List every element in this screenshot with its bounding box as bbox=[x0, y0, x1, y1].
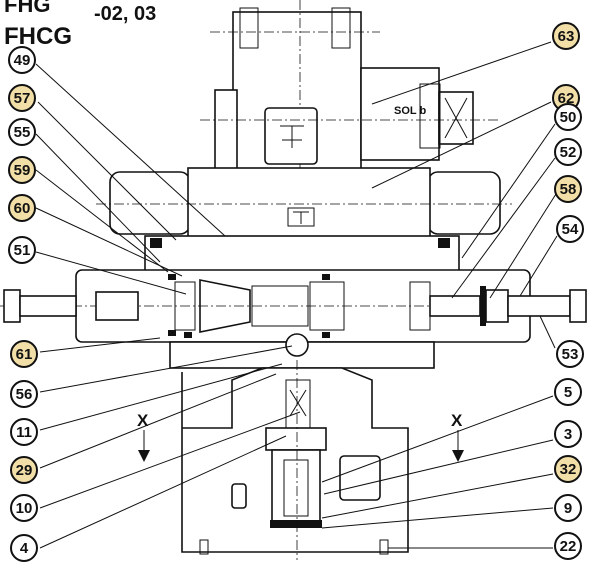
callout-5-circle bbox=[554, 378, 582, 406]
callout-5: 5 bbox=[554, 378, 582, 406]
callout-11: 11 bbox=[10, 418, 38, 446]
model-title-line2: FHCG bbox=[4, 23, 72, 50]
callout-9-label: 9 bbox=[564, 500, 572, 517]
callout-58-label: 58 bbox=[560, 181, 577, 198]
callout-54: 54 bbox=[556, 215, 584, 243]
callout-32-circle bbox=[554, 455, 582, 483]
callout-4: 4 bbox=[10, 534, 38, 562]
callout-57: 57 bbox=[8, 84, 36, 112]
callout-4-circle bbox=[10, 534, 38, 562]
pilot-solenoid-valve: SOL b bbox=[200, 0, 500, 260]
callout-54-circle bbox=[556, 215, 584, 243]
callout-50-circle bbox=[554, 103, 582, 131]
callout-55: 55 bbox=[8, 118, 36, 146]
callout-52-label: 52 bbox=[560, 144, 577, 161]
callout-58: 58 bbox=[554, 175, 582, 203]
section-marker-right: X bbox=[451, 411, 463, 430]
callout-11-circle bbox=[10, 418, 38, 446]
callout-5-label: 5 bbox=[564, 384, 572, 401]
callout-60: 60 bbox=[8, 194, 36, 222]
callout-61-label: 61 bbox=[16, 346, 33, 363]
callout-49-circle bbox=[8, 46, 36, 74]
callout-4-label: 4 bbox=[20, 540, 29, 557]
callout-51-circle bbox=[8, 236, 36, 264]
model-title-line1: FHG bbox=[4, 0, 50, 17]
callout-56: 56 bbox=[10, 380, 38, 408]
model-title-suffix: -02, 03 bbox=[94, 3, 156, 25]
callout-50-label: 50 bbox=[560, 109, 577, 126]
callout-52: 52 bbox=[554, 138, 582, 166]
callout-55-circle bbox=[8, 118, 36, 146]
callout-3-label: 3 bbox=[564, 426, 572, 443]
callout-57-label: 57 bbox=[14, 90, 31, 107]
callout-3: 3 bbox=[554, 420, 582, 448]
callout-9-circle bbox=[554, 494, 582, 522]
callout-59-label: 59 bbox=[14, 162, 31, 179]
callout-3-circle bbox=[554, 420, 582, 448]
callout-63-circle bbox=[552, 22, 580, 50]
callout-53-circle bbox=[556, 340, 584, 368]
callout-32-label: 32 bbox=[560, 461, 577, 478]
callout-53: 53 bbox=[556, 340, 584, 368]
callout-61: 61 bbox=[10, 340, 38, 368]
callout-10-circle bbox=[10, 494, 38, 522]
callout-10-label: 10 bbox=[16, 500, 33, 517]
callout-59-circle bbox=[8, 156, 36, 184]
callout-50: 50 bbox=[554, 103, 582, 131]
callout-55-label: 55 bbox=[14, 124, 31, 141]
callout-62-label: 62 bbox=[558, 90, 575, 107]
callout-29-circle bbox=[10, 456, 38, 484]
leader-lines bbox=[35, 41, 558, 549]
callout-56-label: 56 bbox=[16, 386, 33, 403]
callout-60-label: 60 bbox=[14, 200, 31, 217]
callout-51-label: 51 bbox=[14, 242, 31, 259]
solenoid-b-label: SOL b bbox=[394, 105, 426, 117]
callout-29: 29 bbox=[10, 456, 38, 484]
callout-52-circle bbox=[554, 138, 582, 166]
callout-49-label: 49 bbox=[14, 52, 31, 69]
callout-22-circle bbox=[554, 532, 582, 560]
callout-54-label: 54 bbox=[562, 221, 579, 238]
adjusting-screws bbox=[3, 289, 587, 323]
callout-53-label: 53 bbox=[562, 346, 579, 363]
callout-32: 32 bbox=[554, 455, 582, 483]
lower-body bbox=[181, 333, 409, 560]
pilot-body-block bbox=[96, 167, 512, 239]
callout-58-circle bbox=[554, 175, 582, 203]
callout-22: 22 bbox=[554, 532, 582, 560]
callout-22-label: 22 bbox=[560, 538, 577, 555]
callout-10: 10 bbox=[10, 494, 38, 522]
callout-59: 59 bbox=[8, 156, 36, 184]
callout-57-circle bbox=[8, 84, 36, 112]
callout-51: 51 bbox=[8, 236, 36, 264]
callout-60-circle bbox=[8, 194, 36, 222]
callout-63-label: 63 bbox=[558, 28, 575, 45]
callout-61-circle bbox=[10, 340, 38, 368]
callout-29-label: 29 bbox=[16, 462, 33, 479]
callout-56-circle bbox=[10, 380, 38, 408]
callout-11-label: 11 bbox=[16, 424, 32, 441]
callout-63: 63 bbox=[552, 22, 580, 50]
callout-49: 49 bbox=[8, 46, 36, 74]
callout-9: 9 bbox=[554, 494, 582, 522]
